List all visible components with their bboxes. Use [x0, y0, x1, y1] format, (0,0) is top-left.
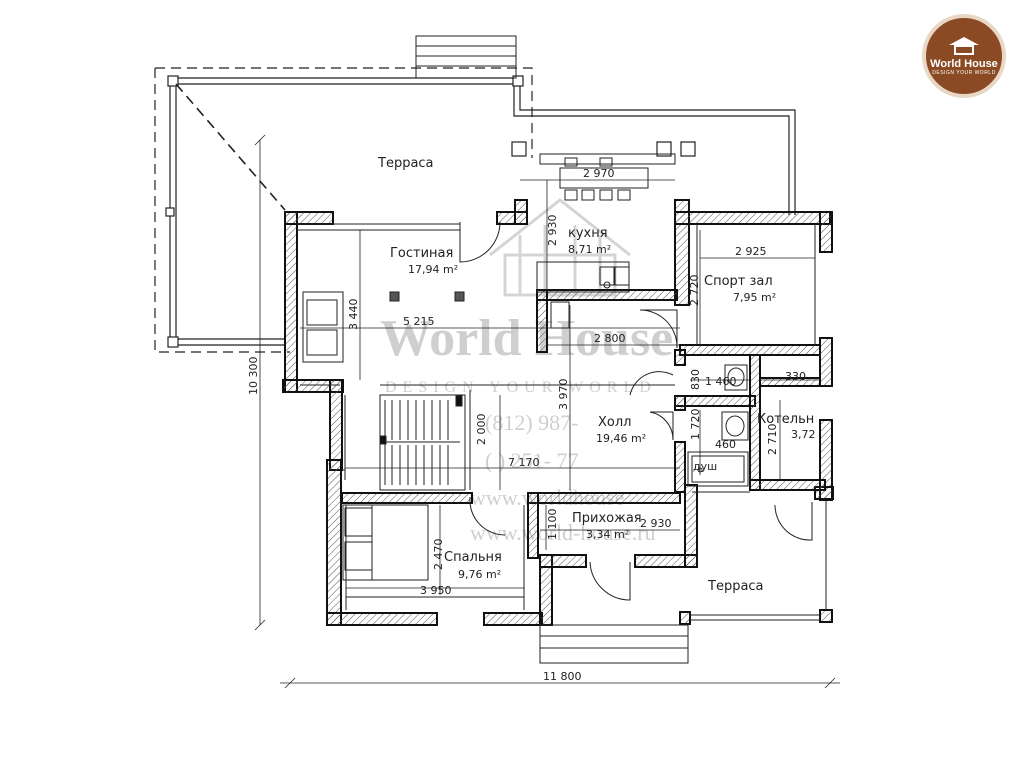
dim-wc-height: 830 — [689, 369, 702, 390]
logo-subtitle: DESIGN YOUR WORLD — [932, 69, 996, 76]
terrace-top-label: Терраса — [377, 156, 434, 171]
house-icon — [949, 36, 979, 55]
dim-gym-height: 2 720 — [688, 275, 701, 307]
dim-bath-height: 1 720 — [689, 409, 702, 441]
watermark-phone-1: (812) 987- — [485, 410, 578, 435]
watermark-site-2: www.world-house.ru — [470, 520, 656, 545]
doors — [459, 221, 813, 601]
dim-kitchen-height: 2 930 — [546, 215, 559, 247]
dim-gym-width: 2 925 — [735, 245, 767, 258]
dim-boiler-height: 2 710 — [766, 424, 779, 456]
dim-living-width: 5 215 — [403, 315, 435, 328]
gym-area: 7,95 m² — [733, 291, 776, 304]
bed-icon — [342, 504, 429, 581]
watermark-title: World House — [380, 310, 673, 367]
living-room-label: Гостиная — [390, 246, 453, 261]
hall-area: 19,46 m² — [596, 432, 646, 445]
partition-lines — [297, 153, 827, 664]
brand-logo: World House DESIGN YOUR WORLD — [922, 14, 1006, 98]
room-labels: Терраса Гостиная 17,94 m² кухня 8,71 m² … — [377, 156, 816, 594]
dim-hall-height: 3 970 — [557, 379, 570, 411]
dim-corridor-width: 2 800 — [594, 332, 626, 345]
living-room-area: 17,94 m² — [408, 263, 458, 276]
gym-label: Спорт зал — [704, 274, 773, 289]
dim-entry-height: 1 100 — [546, 509, 559, 541]
boiler-room-label: Котельн — [757, 412, 814, 427]
dim-bedroom-width: 3 950 — [420, 584, 452, 597]
dim-wc-width: 1 460 — [705, 375, 737, 388]
dim-bedroom-height: 2 470 — [432, 539, 445, 571]
exterior-walls — [282, 199, 834, 626]
entry-label: Прихожая — [572, 511, 642, 526]
dim-kitchen-width: 2 970 — [583, 167, 615, 180]
dimension-labels: 2 970 2 930 2 925 2 720 5 215 3 440 2 80… — [247, 167, 806, 683]
dim-hall-width: 7 170 — [508, 456, 540, 469]
terrace-bottom-label: Терраса — [707, 579, 764, 594]
hall-label: Холл — [598, 415, 631, 430]
stairs — [379, 395, 463, 485]
kitchen-area: 8,71 m² — [568, 243, 611, 256]
dimension-lines — [254, 134, 840, 689]
living-furniture — [302, 291, 465, 363]
dim-stair-height: 2 000 — [475, 414, 488, 446]
watermark: World House DESIGN YOUR WORLD (812) 987-… — [380, 198, 673, 545]
terrace-top — [154, 67, 796, 353]
interior-walls — [341, 289, 826, 559]
dim-boiler-width: 330 — [785, 370, 806, 383]
logo-title: World House — [930, 57, 998, 70]
watermark-phone-2: ( ) 251- 77 — [485, 448, 578, 473]
dim-bath-width: 460 — [715, 438, 736, 451]
bedroom-area: 9,76 m² — [458, 568, 501, 581]
boiler-room-area: 3,72 — [791, 428, 816, 441]
shower-label: душ — [693, 460, 717, 473]
dim-entry-width: 2 930 — [640, 517, 672, 530]
kitchen-furniture — [536, 157, 649, 329]
entry-area: 3,34 m² — [586, 528, 629, 541]
watermark-subtitle: DESIGN YOUR WORLD — [385, 379, 657, 396]
dim-living-height: 3 440 — [347, 299, 360, 331]
bedroom-label: Спальня — [444, 550, 502, 565]
dim-total-width: 11 800 — [543, 670, 582, 683]
kitchen-label: кухня — [568, 226, 608, 241]
dim-total-height: 10 300 — [247, 357, 260, 396]
steps-top — [415, 35, 517, 79]
